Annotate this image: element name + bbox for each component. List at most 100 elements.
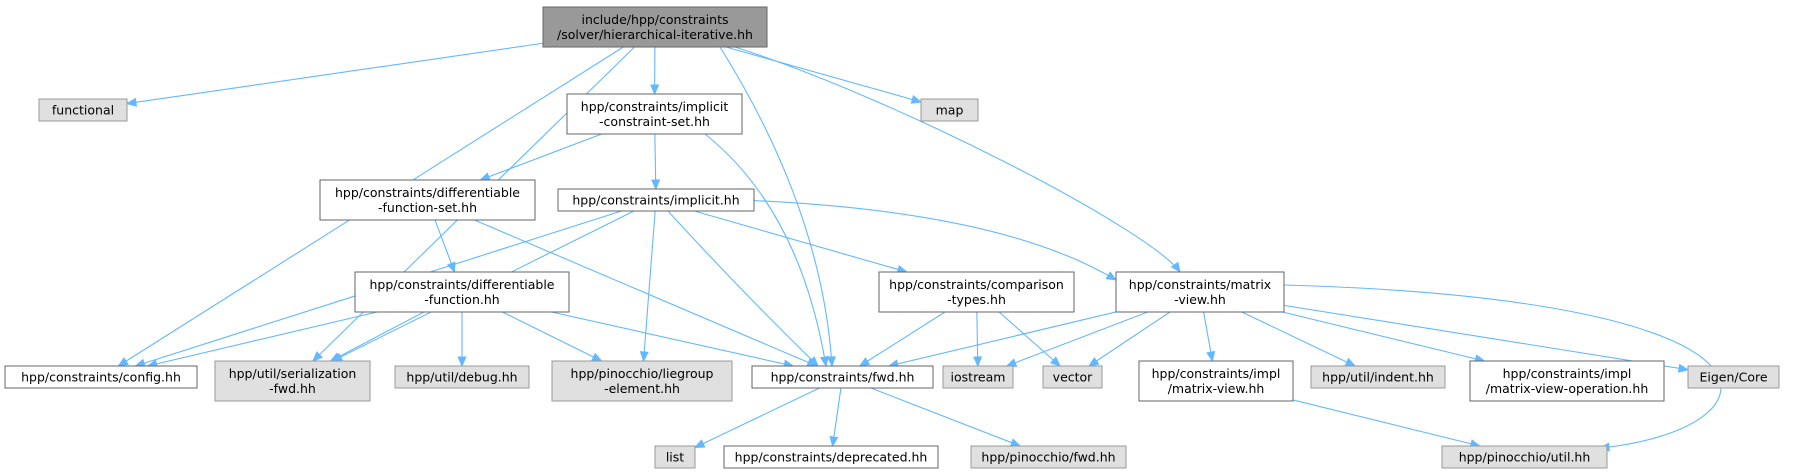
- dependency-edge: [1282, 311, 1486, 364]
- header-node-functional: functional: [38, 98, 128, 122]
- header-node-config[interactable]: hpp/constraints/config.hh: [4, 365, 198, 389]
- dependency-edge: [719, 46, 836, 368]
- node-box: [542, 6, 768, 48]
- arrowhead: [479, 172, 491, 181]
- node-label: /matrix-view-operation.hh: [1486, 381, 1649, 396]
- arrowhead: [910, 95, 923, 104]
- node-label: vector: [1053, 370, 1094, 385]
- node-box: [1310, 365, 1446, 389]
- node-label: map: [936, 103, 964, 118]
- node-label: hpp/constraints/matrix: [1129, 277, 1271, 292]
- header-node-implicit[interactable]: hpp/constraints/implicit.hh: [557, 188, 755, 212]
- dependency-edge: [887, 311, 1117, 369]
- node-label: list: [666, 450, 684, 465]
- header-node-comparison-types[interactable]: hpp/constraints/comparison-types.hh: [878, 271, 1075, 313]
- dependency-edge: [734, 46, 1181, 274]
- arrowhead: [1677, 363, 1690, 373]
- arrowhead: [639, 351, 649, 363]
- dependency-edge: [1005, 311, 1148, 367]
- node-label: hpp/util/debug.hh: [406, 370, 517, 385]
- dependency-edge: [639, 210, 656, 363]
- node-label: hpp/constraints/deprecated.hh: [735, 450, 928, 465]
- arrowhead: [829, 435, 839, 448]
- dependency-edge: [479, 133, 602, 181]
- node-label: hpp/constraints/comparison: [889, 277, 1064, 292]
- arrowhead: [457, 356, 467, 368]
- node-box: [214, 360, 371, 402]
- arrowhead: [973, 356, 983, 368]
- node-box: [1469, 360, 1665, 402]
- dependency-edge: [870, 387, 1022, 447]
- header-node-iostream: iostream: [942, 365, 1014, 389]
- dependency-edge: [829, 387, 842, 448]
- dependency-edge: [551, 311, 795, 369]
- node-box: [970, 445, 1127, 469]
- arrowhead: [650, 84, 660, 96]
- header-node-diff-function-set[interactable]: hpp/constraints/differentiable-function-…: [319, 179, 536, 221]
- node-label: hpp/util/indent.hh: [1322, 370, 1434, 385]
- header-node-pinocchio-fwd: hpp/pinocchio/fwd.hh: [970, 445, 1127, 469]
- dependency-edge: [146, 311, 378, 369]
- node-label: -types.hh: [947, 292, 1006, 307]
- dependency-edge: [973, 311, 983, 368]
- header-node-vector: vector: [1042, 365, 1103, 389]
- arrowhead: [651, 179, 661, 191]
- header-node-impl-matrix-view[interactable]: hpp/constraints/impl/matrix-view.hh: [1138, 360, 1294, 402]
- node-box: [354, 271, 570, 313]
- node-box: [557, 188, 755, 212]
- node-box: [1115, 271, 1285, 313]
- dependency-edge: [1292, 399, 1482, 449]
- node-label: -function.hh: [424, 292, 499, 307]
- node-label: /matrix-view.hh: [1168, 381, 1265, 396]
- arrowhead: [808, 356, 819, 367]
- node-label: hpp/constraints/fwd.hh: [771, 370, 915, 385]
- header-node-deprecated[interactable]: hpp/constraints/deprecated.hh: [723, 445, 939, 469]
- node-label: /solver/hierarchical-iterative.hh: [557, 27, 753, 42]
- dependency-edge: [1241, 311, 1357, 367]
- node-box: [566, 93, 743, 135]
- arrowhead: [1049, 356, 1062, 367]
- header-node-diff-function[interactable]: hpp/constraints/differentiable-function.…: [354, 271, 570, 313]
- header-node-implicit-constraint-set[interactable]: hpp/constraints/implicit-constraint-set.…: [566, 93, 743, 135]
- node-box: [1687, 365, 1780, 389]
- root-file-node: include/hpp/constraints/solver/hierarchi…: [542, 6, 768, 48]
- arrowhead: [125, 97, 138, 107]
- node-label: hpp/util/serialization: [229, 366, 357, 381]
- arrowhead: [312, 351, 323, 362]
- node-label: hpp/constraints/impl: [1503, 366, 1632, 381]
- header-node-pinocchio-util: hpp/pinocchio/util.hh: [1441, 445, 1608, 469]
- arrowhead: [826, 356, 836, 368]
- node-label: hpp/constraints/implicit: [581, 99, 729, 114]
- node-box: [1138, 360, 1294, 402]
- arrowhead: [1009, 438, 1022, 447]
- node-box: [4, 365, 198, 389]
- dependency-edge: [650, 46, 660, 96]
- node-box: [654, 445, 696, 469]
- dependency-edge: [434, 219, 456, 274]
- node-box: [551, 360, 733, 402]
- arrowhead: [1170, 261, 1181, 274]
- header-node-matrix-view[interactable]: hpp/constraints/matrix-view.hh: [1115, 271, 1285, 313]
- arrowhead: [1005, 358, 1018, 367]
- header-node-impl-matrix-view-operation[interactable]: hpp/constraints/impl/matrix-view-operati…: [1469, 360, 1665, 402]
- node-box: [723, 445, 939, 469]
- node-label: hpp/constraints/config.hh: [21, 370, 181, 385]
- node-label: -constraint-set.hh: [599, 114, 710, 129]
- node-label: hpp/constraints/implicit.hh: [572, 193, 739, 208]
- dependency-edge: [998, 311, 1062, 367]
- header-node-list: list: [654, 445, 696, 469]
- node-label: hpp/constraints/differentiable: [335, 185, 520, 200]
- dependency-edge: [694, 210, 909, 274]
- dependency-edge: [725, 46, 923, 104]
- node-box: [1042, 365, 1103, 389]
- node-box: [38, 98, 128, 122]
- header-node-fwd[interactable]: hpp/constraints/fwd.hh: [751, 365, 934, 389]
- node-label: include/hpp/constraints: [582, 12, 729, 27]
- node-label: hpp/pinocchio/util.hh: [1459, 450, 1591, 465]
- node-box: [878, 271, 1075, 313]
- node-box: [942, 365, 1014, 389]
- arrowhead: [117, 357, 129, 367]
- arrowhead: [1206, 350, 1216, 363]
- node-box: [319, 179, 536, 221]
